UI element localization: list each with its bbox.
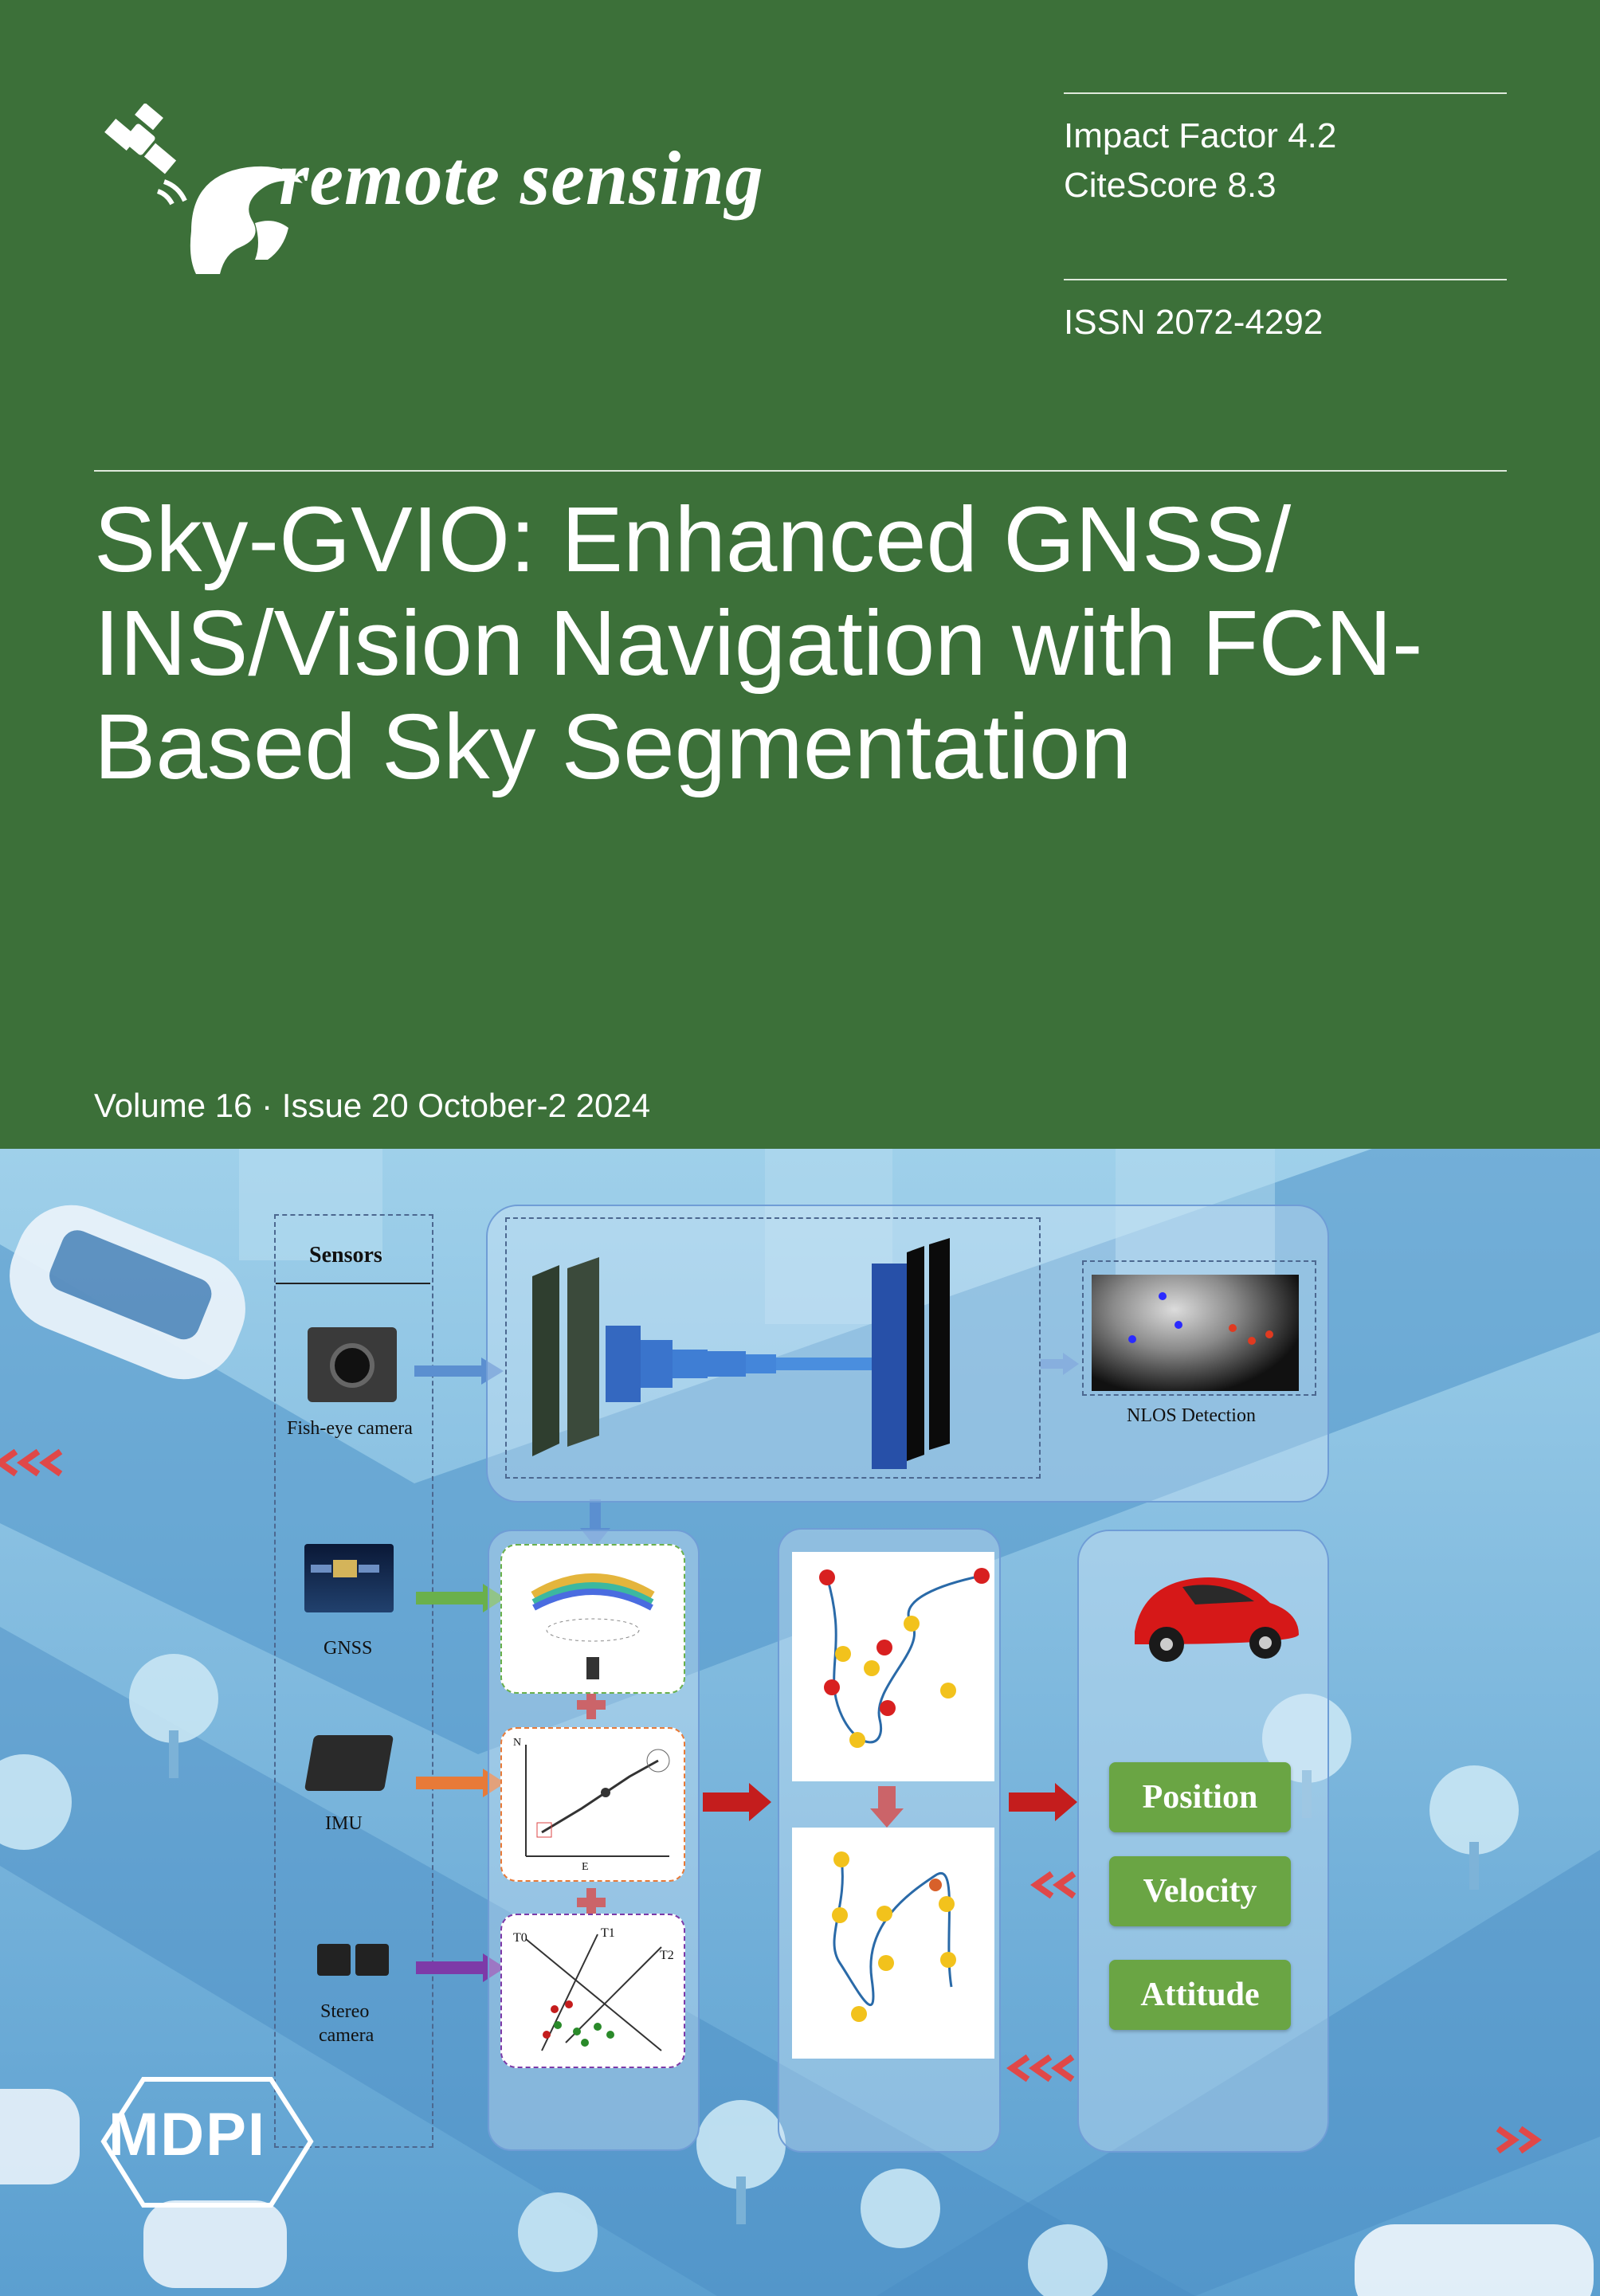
stereo-camera-label-1: Stereo [320,2001,370,2022]
imu-trajectory-plot [525,1745,670,1857]
camera-t1: T1 [601,1926,615,1940]
output-attitude: Attitude [1109,1960,1291,2030]
title-line-2: INS/Vision Navigation with FCN- [94,591,1423,695]
title-line-3: Based Sky Segmentation [94,695,1132,798]
trajectory-after [832,1851,956,2022]
sensors-header: Sensors [309,1243,382,1268]
citescore: CiteScore 8.3 [1064,166,1276,205]
fisheye-camera-icon [308,1327,397,1402]
fcn-network-frame [505,1217,1041,1479]
fisheye-camera-label: Fish-eye camera [287,1418,413,1439]
imu-trajectory-panel: N E [500,1727,685,1882]
journal-logo [104,104,303,274]
title-line-1: Sky-GVIO: Enhanced GNSS/ [94,488,1292,591]
car-bottom-left [0,2089,287,2288]
satellite-icon [104,104,187,206]
imu-label: IMU [325,1813,363,1834]
car-bottom-right [1355,2224,1594,2296]
publisher-name: MDPI [108,2101,266,2169]
red-car-icon [1119,1555,1307,1667]
imu-axis-n: N [513,1737,522,1749]
divider-top [1064,92,1507,94]
camera-t0: T0 [513,1931,527,1945]
trajectory-after-panel [792,1828,994,2059]
stereo-triangulation [525,1934,662,2051]
gnss-geometry-panel [500,1544,685,1694]
sensor-arrows [414,1353,1079,1982]
flow-arrows [703,1783,1077,1828]
shuttle-vehicle [10,1205,245,1380]
plus-signs [577,1691,606,1917]
impact-factor: Impact Factor 4.2 [1064,116,1337,155]
sensors-column [274,1214,433,2148]
divider-title [94,470,1507,472]
gnss-satellite-icon [304,1544,394,1612]
divider-middle [1064,279,1507,280]
imu-axis-e: E [582,1861,589,1873]
stereo-camera-label-2: camera [319,2025,375,2046]
nlos-label: NLOS Detection [1127,1405,1256,1426]
mdpi-logo [100,2077,314,2208]
output-position: Position [1109,1762,1291,1832]
stereo-geometry-panel: T0 T1 T2 [500,1914,685,2068]
gnss-satellite-arc [531,1573,655,1679]
sensors-header-divider [276,1283,430,1284]
trajectory-before [819,1568,990,1748]
camera-t2: T2 [660,1949,674,1962]
arrow-nlos [1041,1353,1079,1375]
nlos-image [1092,1275,1299,1391]
issn: ISSN 2072-4292 [1064,303,1324,342]
cover-header [0,0,1600,1149]
output-velocity: Velocity [1109,1856,1291,1926]
gnss-label: GNSS [324,1638,373,1659]
nlos-frame [1082,1260,1316,1396]
article-title: Sky-GVIO: Enhanced GNSS/ INS/Vision Navi… [94,488,1528,798]
stereo-camera-icon [317,1939,390,1981]
journal-name: remote sensing [279,135,764,221]
arrow-fcn-down [580,1499,610,1547]
trajectory-before-panel [792,1552,994,1781]
graphical-abstract: Sensors Fish-eye camera GNSS IMU Stereo … [0,1149,1600,2296]
globe-icon [190,166,303,274]
fcn-network [532,1238,950,1469]
issue-info: Volume 16 · Issue 20 October-2 2024 [94,1087,651,1124]
